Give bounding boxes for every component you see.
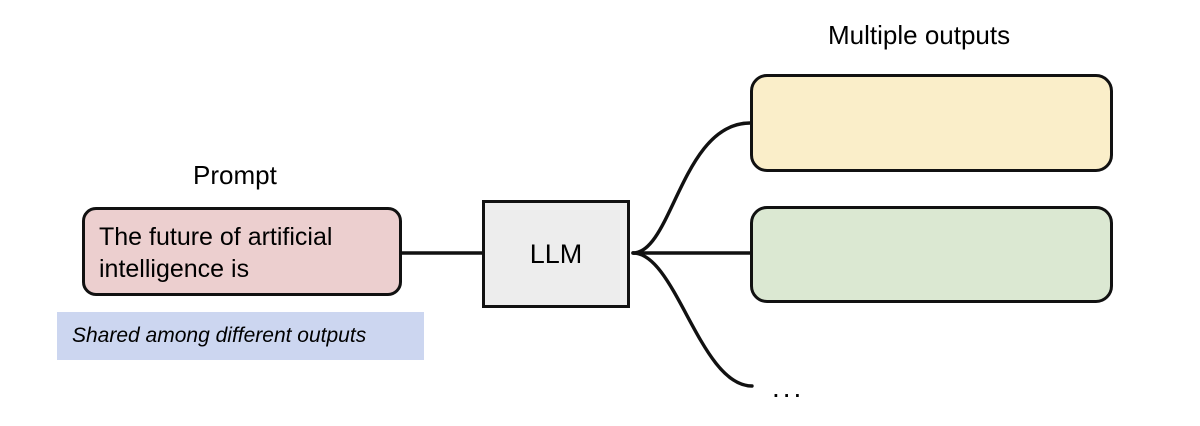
connector-llm-to-ellipsis — [631, 251, 754, 388]
output-box-2[interactable] — [750, 206, 1113, 303]
prompt-title: Prompt — [193, 160, 277, 190]
connector-llm-to-output-1 — [631, 121, 752, 255]
output-box-1[interactable] — [750, 74, 1113, 172]
outputs-title: Multiple outputs — [828, 20, 1011, 50]
shared-annotation: Shared among different outputs — [57, 312, 424, 360]
llm-box[interactable]: LLM — [482, 200, 630, 308]
output-ellipsis: ... — [772, 372, 805, 403]
prompt-box[interactable]: The future of artificial intelligence is — [82, 207, 402, 296]
llm-label: LLM — [529, 238, 583, 269]
